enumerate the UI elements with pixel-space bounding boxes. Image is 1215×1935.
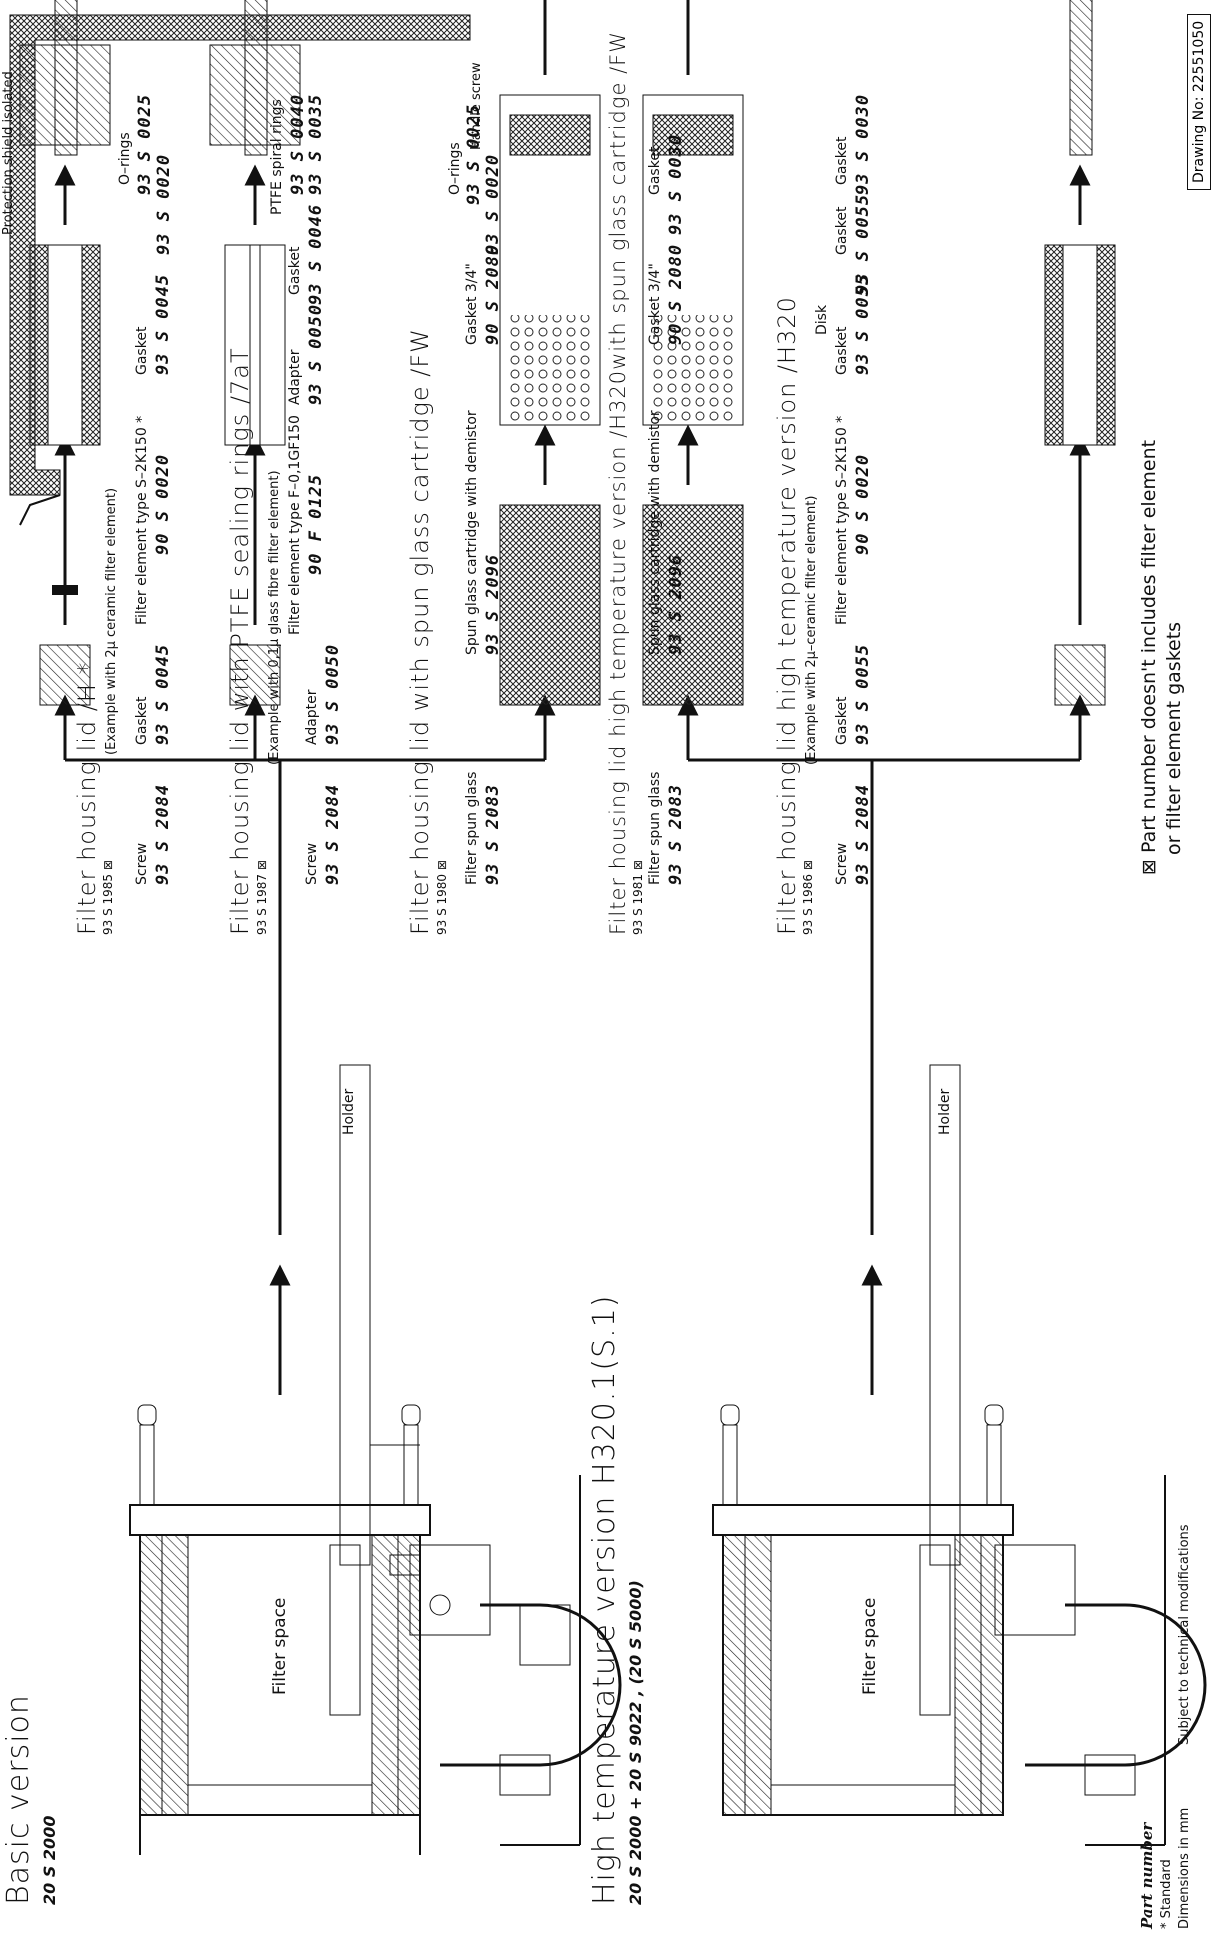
row2-part4-label: Adapter (287, 349, 303, 405)
row4-part1-pn: 93 S 2083 (666, 783, 686, 885)
row1-part3-label: Filter element type S–2K150 * (134, 415, 150, 625)
drawing-number: Drawing No: 22551050 (1187, 13, 1211, 190)
row1-part5-label: O–rings (117, 132, 133, 185)
row5-part6-pn: 93 S 0055 (853, 193, 873, 295)
row1-part2-label: Gasket (134, 696, 150, 745)
basic-version-part: 20 S 2000 (40, 1815, 59, 1905)
filter-space-label-1: Filter space (270, 1597, 290, 1695)
row2-part6-pn: 93 S 0040 (288, 93, 308, 195)
part-number-note-1: ⊠ Part number doesn't includes filter el… (1138, 439, 1160, 875)
lid-row-3 (499, 0, 601, 706)
row5-part2-pn: 93 S 0055 (853, 643, 873, 745)
row1-part1-label: Screw (134, 842, 150, 885)
lid-row-4 (642, 0, 744, 706)
row1-example: (Example with 2μ ceramic filter element) (104, 487, 119, 755)
row5-example: (Example with 2μ–ceramic filter element) (804, 495, 819, 765)
lid-row-5 (1044, 0, 1116, 706)
holder-label-1: Holder (341, 1088, 357, 1135)
filter-space-label-2: Filter space (860, 1597, 880, 1695)
row2-part2-pn: 93 S 0050 (323, 643, 343, 745)
row4-part1-label: Filter spun glass (647, 771, 663, 885)
row2-part5-label: Gasket (287, 246, 303, 295)
row2-part6-label: PTFE spiral rings (269, 99, 285, 215)
row4-title: Filter housing lid high temperature vers… (606, 31, 630, 935)
row4-part4-pn: 93 S 0030 (666, 133, 686, 235)
row5-part3-pn: 90 S 0020 (853, 453, 873, 555)
row2-part4-pn: 93 S 0050 (306, 303, 326, 405)
row2-part3-pn: 90 F 0125 (306, 473, 326, 575)
part-number-note-2: or filter element gaskets (1163, 621, 1185, 855)
row1-part4-label: Gasket (134, 326, 150, 375)
legend-standard: * Standard (1159, 1859, 1174, 1929)
legend-modifications: Subject to technical modifications (1177, 1524, 1192, 1745)
row5-part7-label: Gasket (834, 136, 850, 185)
row5-part6-label: Gasket (834, 206, 850, 255)
row1-part5-pn: 93 S 0025 (135, 93, 155, 195)
row2-part2-label: Adapter (304, 689, 320, 745)
row3-part4-pn2: 93 S 0020 (483, 153, 503, 255)
row2-code: 93 S 1987 ⊠ (255, 860, 269, 935)
holder-label-2: Holder (937, 1088, 953, 1135)
base-housing-high-temp (712, 1064, 1207, 1846)
row3-part4-label: O–rings (447, 142, 463, 195)
row1-part3-pn: 90 S 0020 (153, 453, 173, 555)
row2-part6-pn2: 93 S 0035 (306, 93, 326, 195)
basic-version-title: Basic version (1, 1694, 36, 1905)
row1-title: Filter housing lid /H * (73, 661, 101, 935)
row5-part7-pn: 93 S 0030 (853, 93, 873, 195)
row4-part2-pn: 93 S 2096 (666, 553, 686, 655)
row5-part1-label: Screw (834, 842, 850, 885)
high-temp-title: High temperature version H320.1(S.1) (587, 1294, 622, 1905)
row2-part1-label: Screw (304, 842, 320, 885)
row3-title: Filter housing lid with spun glass cartr… (406, 328, 434, 935)
row3-part3-label: Gasket 3/4" (464, 263, 480, 345)
row3-part2-pn: 93 S 2096 (483, 553, 503, 655)
protection-shield-label: Protection shield isolated (1, 71, 16, 235)
row3-part3-pn: 90 S 2080 (483, 243, 503, 345)
legend-dimensions: Dimensions in mm (1177, 1807, 1192, 1929)
row4-part2-label: Spun glass cartridge with demistor (647, 410, 663, 655)
row1-part1-pn: 93 S 2084 (153, 783, 173, 885)
row2-part1-pn: 93 S 2084 (323, 783, 343, 885)
row5-part1-pn: 93 S 2084 (853, 783, 873, 885)
row5-part5-label: Disk (814, 304, 830, 335)
row5-part2-label: Gasket (834, 696, 850, 745)
row4-part3-pn: 90 S 2080 (666, 243, 686, 345)
row3-part4-pn: 93 S 0025 (464, 103, 484, 205)
legend-title: Part number (1138, 1822, 1156, 1929)
row2-example: (Example with 0,1μ glass fibre filter el… (267, 470, 282, 765)
row2-part5-pn: 93 S 0046 (306, 203, 326, 305)
row1-part5-pn2: 93 S 0020 (154, 153, 174, 255)
row1-part2-pn: 93 S 0045 (153, 643, 173, 745)
row5-code: 93 S 1986 ⊠ (801, 860, 815, 935)
row5-title: Filter housing lid high temperature vers… (773, 296, 801, 935)
row2-title: Filter housing lid with PTFE sealing rin… (226, 347, 254, 935)
flow-lines (54, 694, 1091, 1395)
row3-part2-label: Spun glass cartridge with demistor (464, 410, 480, 655)
row4-code: 93 S 1981 ⊠ (631, 860, 645, 935)
row5-part4-label: Gasket (834, 326, 850, 375)
row2-part3-label: Filter element type F–0,1GF150 (287, 415, 303, 635)
row5-part3-label: Filter element type S–2K150 * (834, 415, 850, 625)
row4-part3-label: Gasket 3/4" (647, 263, 663, 345)
row4-part4-label: Gasket (647, 146, 663, 195)
high-temp-part: 20 S 2000 + 20 S 9022 , (20 S 5000) (626, 1580, 645, 1905)
row3-part1-pn: 93 S 2083 (483, 783, 503, 885)
protection-shield (9, 14, 471, 526)
row3-part1-label: Filter spun glass (464, 771, 480, 885)
row1-part4-pn: 93 S 0045 (153, 273, 173, 375)
row1-code: 93 S 1985 ⊠ (101, 860, 115, 935)
base-housing-basic (129, 1064, 622, 1855)
row3-code: 93 S 1980 ⊠ (435, 860, 449, 935)
